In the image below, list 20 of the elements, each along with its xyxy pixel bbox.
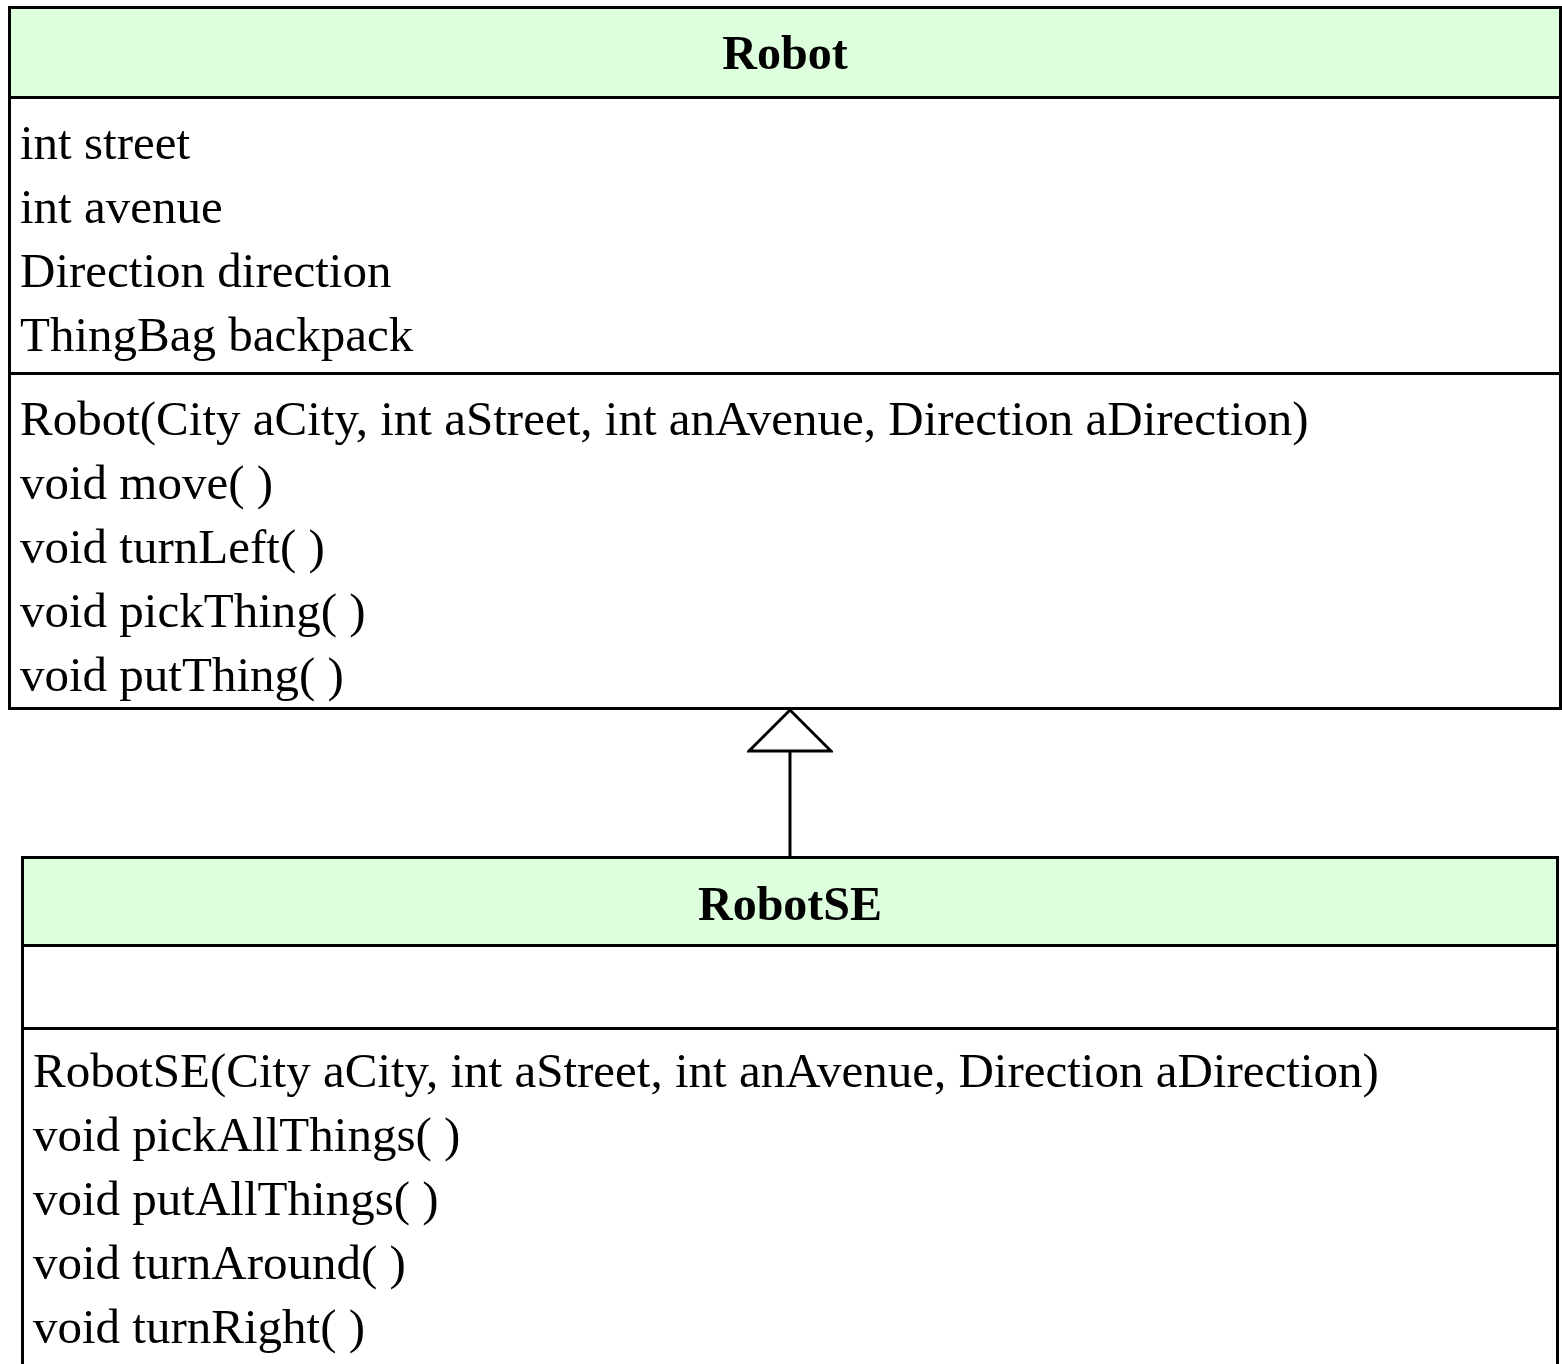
attribute-text: ThingBag backpack — [19, 306, 415, 364]
attribute-text: int street — [19, 114, 192, 172]
inheritance-arrow — [747, 708, 833, 856]
empty-compartment — [24, 944, 1556, 1030]
method-text: void turnAround( ) — [32, 1234, 407, 1292]
method-text: void pickThing( ) — [19, 582, 367, 640]
attribute-text: Direction direction — [19, 242, 393, 300]
method-text: void putAllThings( ) — [32, 1170, 440, 1228]
method-text: void putThing( ) — [19, 646, 345, 704]
method-text: RobotSE(City aCity, int aStreet, int anAvenue, Direction aDirection) — [32, 1042, 1380, 1100]
class-name: RobotSE — [24, 859, 1556, 947]
class-name: Robot — [11, 9, 1559, 99]
attribute-text: int avenue — [19, 178, 224, 236]
method-text: void turnLeft( ) — [19, 518, 326, 576]
class-box — [21, 856, 1559, 1364]
method-text: void pickAllThings( ) — [32, 1106, 462, 1164]
method-text: void turnRight( ) — [32, 1298, 367, 1356]
class-box — [8, 6, 1562, 710]
method-text: void move( ) — [19, 454, 275, 512]
method-text: Robot(City aCity, int aStreet, int anAvenue, Direction aDirection) — [19, 390, 1310, 448]
